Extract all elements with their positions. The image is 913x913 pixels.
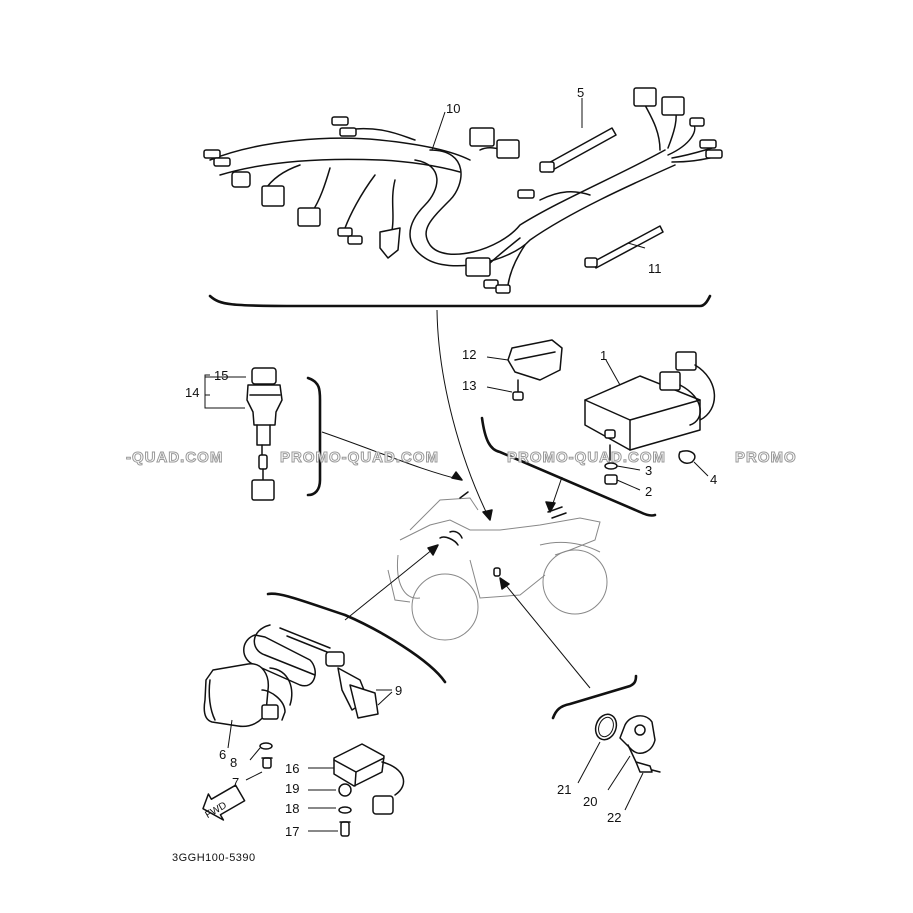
watermark-text: PROMO bbox=[735, 449, 797, 466]
quad-outline bbox=[387, 491, 608, 641]
fwd-arrow bbox=[202, 784, 246, 821]
regulator-12 bbox=[486, 339, 563, 401]
callout-6: 6 bbox=[219, 747, 227, 762]
watermark-text: PROMO-QUAD.COM bbox=[507, 449, 666, 466]
band-5 bbox=[539, 127, 617, 173]
callout-19: 19 bbox=[285, 781, 300, 796]
wire-harness bbox=[203, 87, 723, 294]
watermark-text: -QUAD.COM bbox=[125, 449, 224, 466]
cdi-unit bbox=[308, 743, 405, 837]
neutral-switch bbox=[577, 713, 661, 811]
callout-18: 18 bbox=[285, 801, 300, 816]
callout-22: 22 bbox=[607, 810, 622, 825]
ignition-coil bbox=[203, 624, 393, 781]
callout-9: 9 bbox=[395, 683, 403, 698]
callout-15: 15 bbox=[214, 368, 229, 383]
callout-14: 14 bbox=[185, 385, 200, 400]
callout-10: 10 bbox=[446, 101, 461, 116]
callout-16: 16 bbox=[285, 761, 300, 776]
callout-8: 8 bbox=[230, 755, 238, 770]
callout-1: 1 bbox=[600, 348, 608, 363]
callout-3: 3 bbox=[645, 463, 653, 478]
watermark-text: PROMO-QUAD.COM bbox=[280, 449, 439, 466]
callout-12: 12 bbox=[462, 347, 477, 362]
main-switch bbox=[204, 367, 283, 501]
callout-20: 20 bbox=[583, 794, 598, 809]
callout-5: 5 bbox=[577, 85, 585, 100]
callout-4: 4 bbox=[710, 472, 718, 487]
callout-7: 7 bbox=[232, 775, 240, 790]
callout-11: 11 bbox=[648, 261, 662, 276]
rectifier-regulator-1 bbox=[584, 351, 716, 491]
callout-21: 21 bbox=[557, 782, 572, 797]
part-code: 3GGH100-5390 bbox=[172, 852, 256, 864]
callout-13: 13 bbox=[462, 378, 477, 393]
callout-2: 2 bbox=[645, 484, 653, 499]
callout-17: 17 bbox=[285, 824, 300, 839]
band-11 bbox=[584, 225, 664, 269]
